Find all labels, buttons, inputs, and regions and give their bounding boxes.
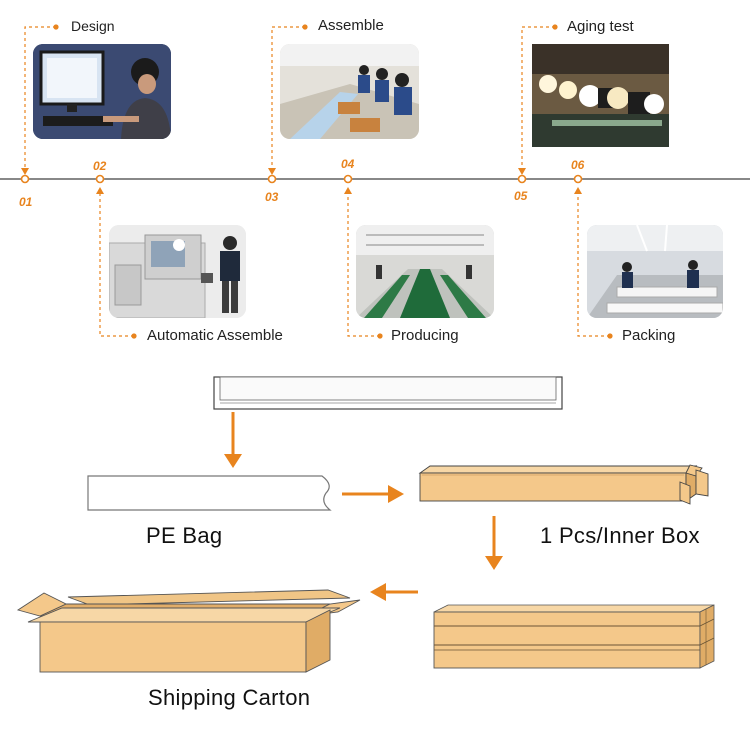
step-label-automatic-assemble: Automatic Assemble [147, 327, 283, 344]
step-number-02: 02 [93, 159, 107, 173]
arrow-to-shipping-carton [370, 583, 418, 601]
connector-step-03 [267, 24, 308, 184]
step-label-aging-test: Aging test [567, 18, 634, 35]
label-pe-bag: PE Bag [146, 523, 223, 548]
step-label-assemble: Assemble [318, 17, 384, 34]
label-inner-box: 1 Pcs/Inner Box [540, 523, 700, 548]
led-tube-fixture [213, 376, 563, 410]
step-number-03: 03 [265, 190, 279, 204]
photo-assemble [280, 44, 419, 139]
step-label-design: Design [71, 18, 115, 34]
step-label-producing: Producing [391, 327, 459, 344]
photo-producing [356, 225, 494, 318]
step-label-packing: Packing [622, 327, 676, 344]
arrow-to-pe-bag [224, 412, 242, 468]
connector-step-04 [343, 174, 383, 339]
step-number-04: 04 [341, 157, 355, 171]
step-number-06: 06 [571, 158, 585, 172]
inner-box-drawing [418, 464, 709, 505]
photo-automatic-assemble [109, 225, 246, 318]
connector-step-06 [573, 174, 613, 339]
photo-design [33, 44, 171, 139]
photo-aging-test [532, 44, 669, 147]
step-number-01: 01 [19, 195, 33, 209]
arrow-to-box-stack [485, 516, 503, 570]
connector-step-01 [20, 24, 59, 184]
connector-step-05 [517, 24, 558, 184]
step-number-05: 05 [514, 189, 528, 203]
photo-packing [587, 225, 723, 318]
arrow-to-inner-box [342, 485, 404, 503]
connector-step-02 [95, 174, 137, 339]
shipping-carton-drawing [16, 589, 361, 673]
label-shipping-carton: Shipping Carton [148, 685, 311, 710]
inner-box-stack-drawing [433, 604, 715, 669]
pe-bag-drawing [87, 475, 332, 511]
